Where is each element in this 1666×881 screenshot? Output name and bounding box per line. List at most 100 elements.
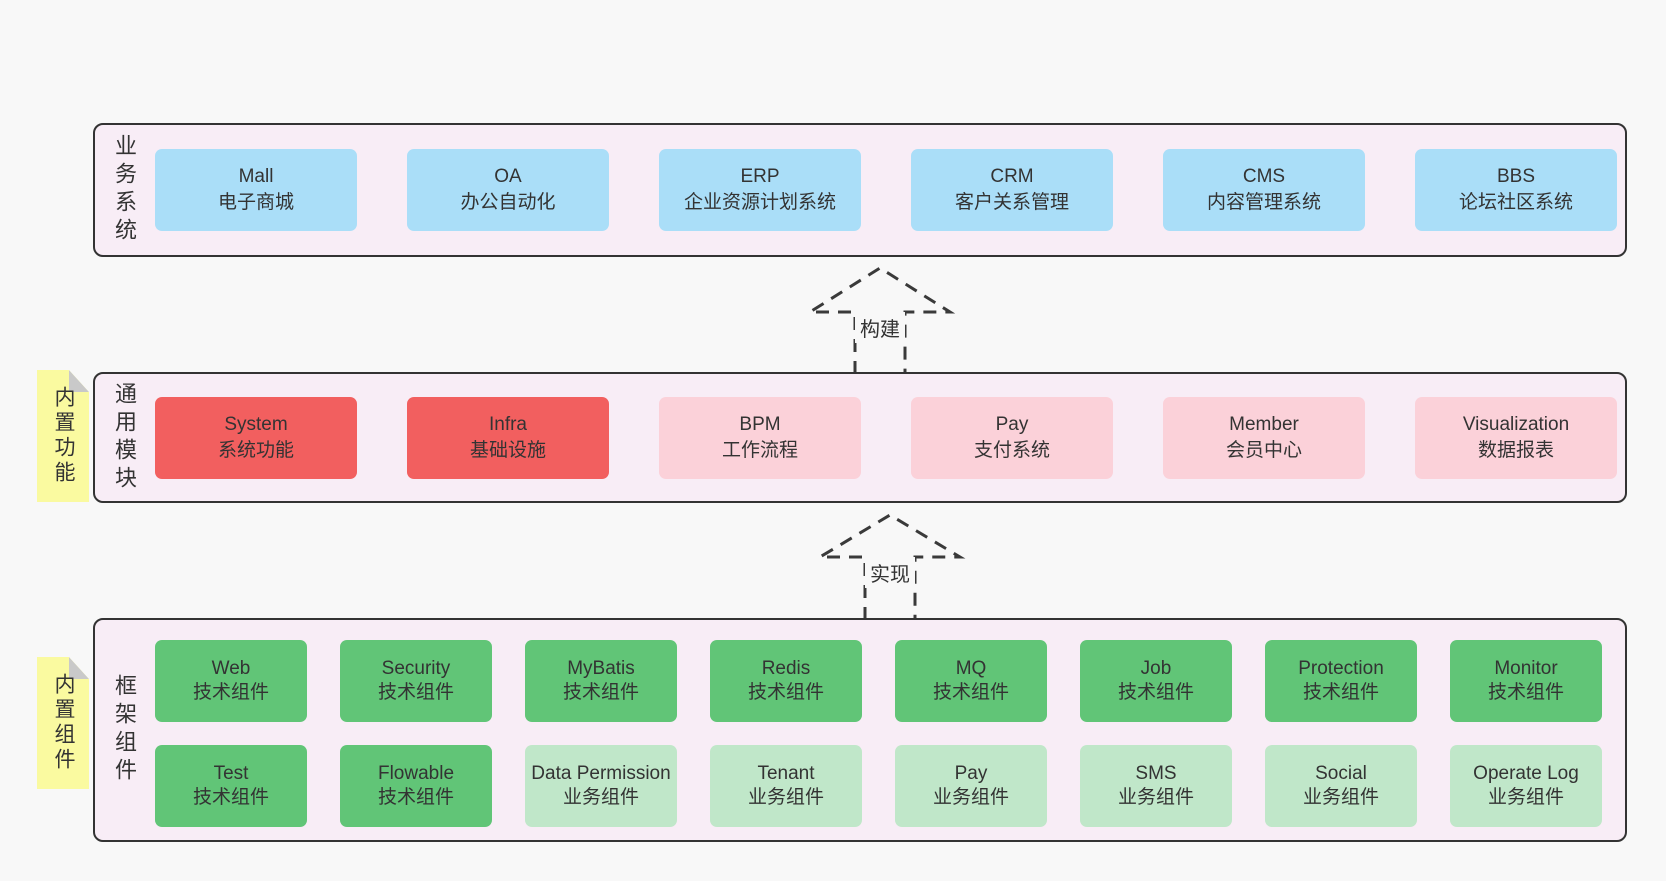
- box-subtitle: 内容管理系统: [1206, 192, 1321, 213]
- box-subtitle: 技术组件: [1117, 682, 1194, 703]
- box-monitor: Monitor 技术组件: [1450, 640, 1602, 722]
- box-subtitle: 技术组件: [932, 682, 1009, 703]
- box-subtitle: 数据报表: [1477, 440, 1554, 461]
- box-operate-log: Operate Log 业务组件: [1450, 745, 1602, 827]
- box-visualization: Visualization 数据报表: [1415, 397, 1617, 479]
- box-subtitle: 技术组件: [747, 682, 824, 703]
- box-subtitle: 业务组件: [562, 787, 639, 808]
- box-mall: Mall 电子商城: [155, 149, 357, 231]
- box-subtitle: 电子商城: [217, 192, 294, 213]
- sticky-note-label: 内置组件: [52, 673, 75, 773]
- box-subtitle: 系统功能: [217, 440, 294, 461]
- box-protection: Protection 技术组件: [1265, 640, 1417, 722]
- box-subtitle: 企业资源计划系统: [683, 192, 836, 213]
- box-security: Security 技术组件: [340, 640, 492, 722]
- box-job: Job 技术组件: [1080, 640, 1232, 722]
- box-title: CRM: [990, 166, 1034, 187]
- box-mybatis: MyBatis 技术组件: [525, 640, 677, 722]
- box-system: System 系统功能: [155, 397, 357, 479]
- box-cms: CMS 内容管理系统: [1163, 149, 1365, 231]
- box-title: Security: [381, 658, 451, 679]
- sticky-note-label: 内置功能: [52, 386, 75, 486]
- box-tenant: Tenant 业务组件: [710, 745, 862, 827]
- box-data-permission: Data Permission 业务组件: [525, 745, 677, 827]
- band-label-business-systems: 业务系统: [112, 134, 137, 246]
- box-redis: Redis 技术组件: [710, 640, 862, 722]
- box-mq: MQ 技术组件: [895, 640, 1047, 722]
- box-subtitle: 论坛社区系统: [1458, 192, 1573, 213]
- box-title: Social: [1315, 763, 1367, 784]
- band-label-common-modules: 通用模块: [112, 381, 137, 494]
- sticky-note-built-in-features: 内置功能: [37, 370, 89, 502]
- box-crm: CRM 客户关系管理: [911, 149, 1113, 231]
- box-subtitle: 技术组件: [562, 682, 639, 703]
- box-title: Test: [213, 763, 249, 784]
- box-subtitle: 技术组件: [1302, 682, 1379, 703]
- band-framework-components: 框架组件 Web 技术组件 Security 技术组件 MyBatis 技术组件…: [93, 618, 1627, 842]
- box-infra: Infra 基础设施: [407, 397, 609, 479]
- box-subtitle: 客户关系管理: [954, 192, 1069, 213]
- box-pay-system: Pay 支付系统: [911, 397, 1113, 479]
- framework-components-row-1: Web 技术组件 Security 技术组件 MyBatis 技术组件 Redi…: [155, 640, 1602, 722]
- sticky-note-built-in-components: 内置组件: [37, 657, 89, 789]
- box-title: Job: [1140, 658, 1172, 679]
- box-oa: OA 办公自动化: [407, 149, 609, 231]
- box-title: Pay: [995, 414, 1029, 435]
- box-test: Test 技术组件: [155, 745, 307, 827]
- build-arrow-label: 构建: [855, 312, 905, 343]
- box-title: OA: [494, 166, 522, 187]
- box-subtitle: 技术组件: [192, 682, 269, 703]
- box-title: BPM: [739, 414, 781, 435]
- box-title: Data Permission: [531, 763, 671, 784]
- implement-arrow-label: 实现: [865, 557, 915, 588]
- box-title: Member: [1229, 414, 1299, 435]
- box-subtitle: 技术组件: [192, 787, 269, 808]
- box-title: Monitor: [1494, 658, 1558, 679]
- box-subtitle: 办公自动化: [460, 192, 556, 213]
- box-subtitle: 技术组件: [377, 787, 454, 808]
- box-title: Web: [211, 658, 251, 679]
- box-pay-component: Pay 业务组件: [895, 745, 1047, 827]
- box-web: Web 技术组件: [155, 640, 307, 722]
- box-title: Flowable: [377, 763, 455, 784]
- box-title: Mall: [238, 166, 274, 187]
- box-subtitle: 技术组件: [1487, 682, 1564, 703]
- band-common-modules: 通用模块 System 系统功能 Infra 基础设施 BPM 工作流程 Pay…: [93, 372, 1627, 503]
- box-sms: SMS 业务组件: [1080, 745, 1232, 827]
- box-bpm: BPM 工作流程: [659, 397, 861, 479]
- box-subtitle: 业务组件: [747, 787, 824, 808]
- box-erp: ERP 企业资源计划系统: [659, 149, 861, 231]
- box-subtitle: 支付系统: [973, 440, 1050, 461]
- framework-components-row-2: Test 技术组件 Flowable 技术组件 Data Permission …: [155, 745, 1602, 827]
- band-label-framework-components: 框架组件: [112, 674, 137, 786]
- box-subtitle: 业务组件: [1487, 787, 1564, 808]
- box-social: Social 业务组件: [1265, 745, 1417, 827]
- box-title: System: [224, 414, 288, 435]
- box-subtitle: 基础设施: [469, 440, 546, 461]
- box-title: ERP: [740, 166, 780, 187]
- box-title: Redis: [761, 658, 811, 679]
- box-title: CMS: [1242, 166, 1286, 187]
- box-title: Infra: [488, 414, 528, 435]
- business-systems-boxes: Mall 电子商城 OA 办公自动化 ERP 企业资源计划系统 CRM 客户关系…: [155, 149, 1617, 231]
- box-subtitle: 业务组件: [1117, 787, 1194, 808]
- common-modules-boxes: System 系统功能 Infra 基础设施 BPM 工作流程 Pay 支付系统…: [155, 397, 1617, 479]
- box-subtitle: 技术组件: [377, 682, 454, 703]
- box-title: Protection: [1298, 658, 1384, 679]
- box-subtitle: 业务组件: [1302, 787, 1379, 808]
- box-title: BBS: [1496, 166, 1536, 187]
- box-bbs: BBS 论坛社区系统: [1415, 149, 1617, 231]
- build-up-arrow-icon: [804, 266, 956, 374]
- implement-up-arrow-icon: [814, 513, 966, 620]
- box-title: Tenant: [757, 763, 815, 784]
- box-title: MQ: [955, 658, 987, 679]
- box-flowable: Flowable 技术组件: [340, 745, 492, 827]
- box-title: Pay: [954, 763, 988, 784]
- box-subtitle: 工作流程: [721, 440, 798, 461]
- box-title: Operate Log: [1473, 763, 1579, 784]
- box-title: Visualization: [1462, 414, 1570, 435]
- box-member: Member 会员中心: [1163, 397, 1365, 479]
- box-subtitle: 业务组件: [932, 787, 1009, 808]
- box-title: SMS: [1135, 763, 1177, 784]
